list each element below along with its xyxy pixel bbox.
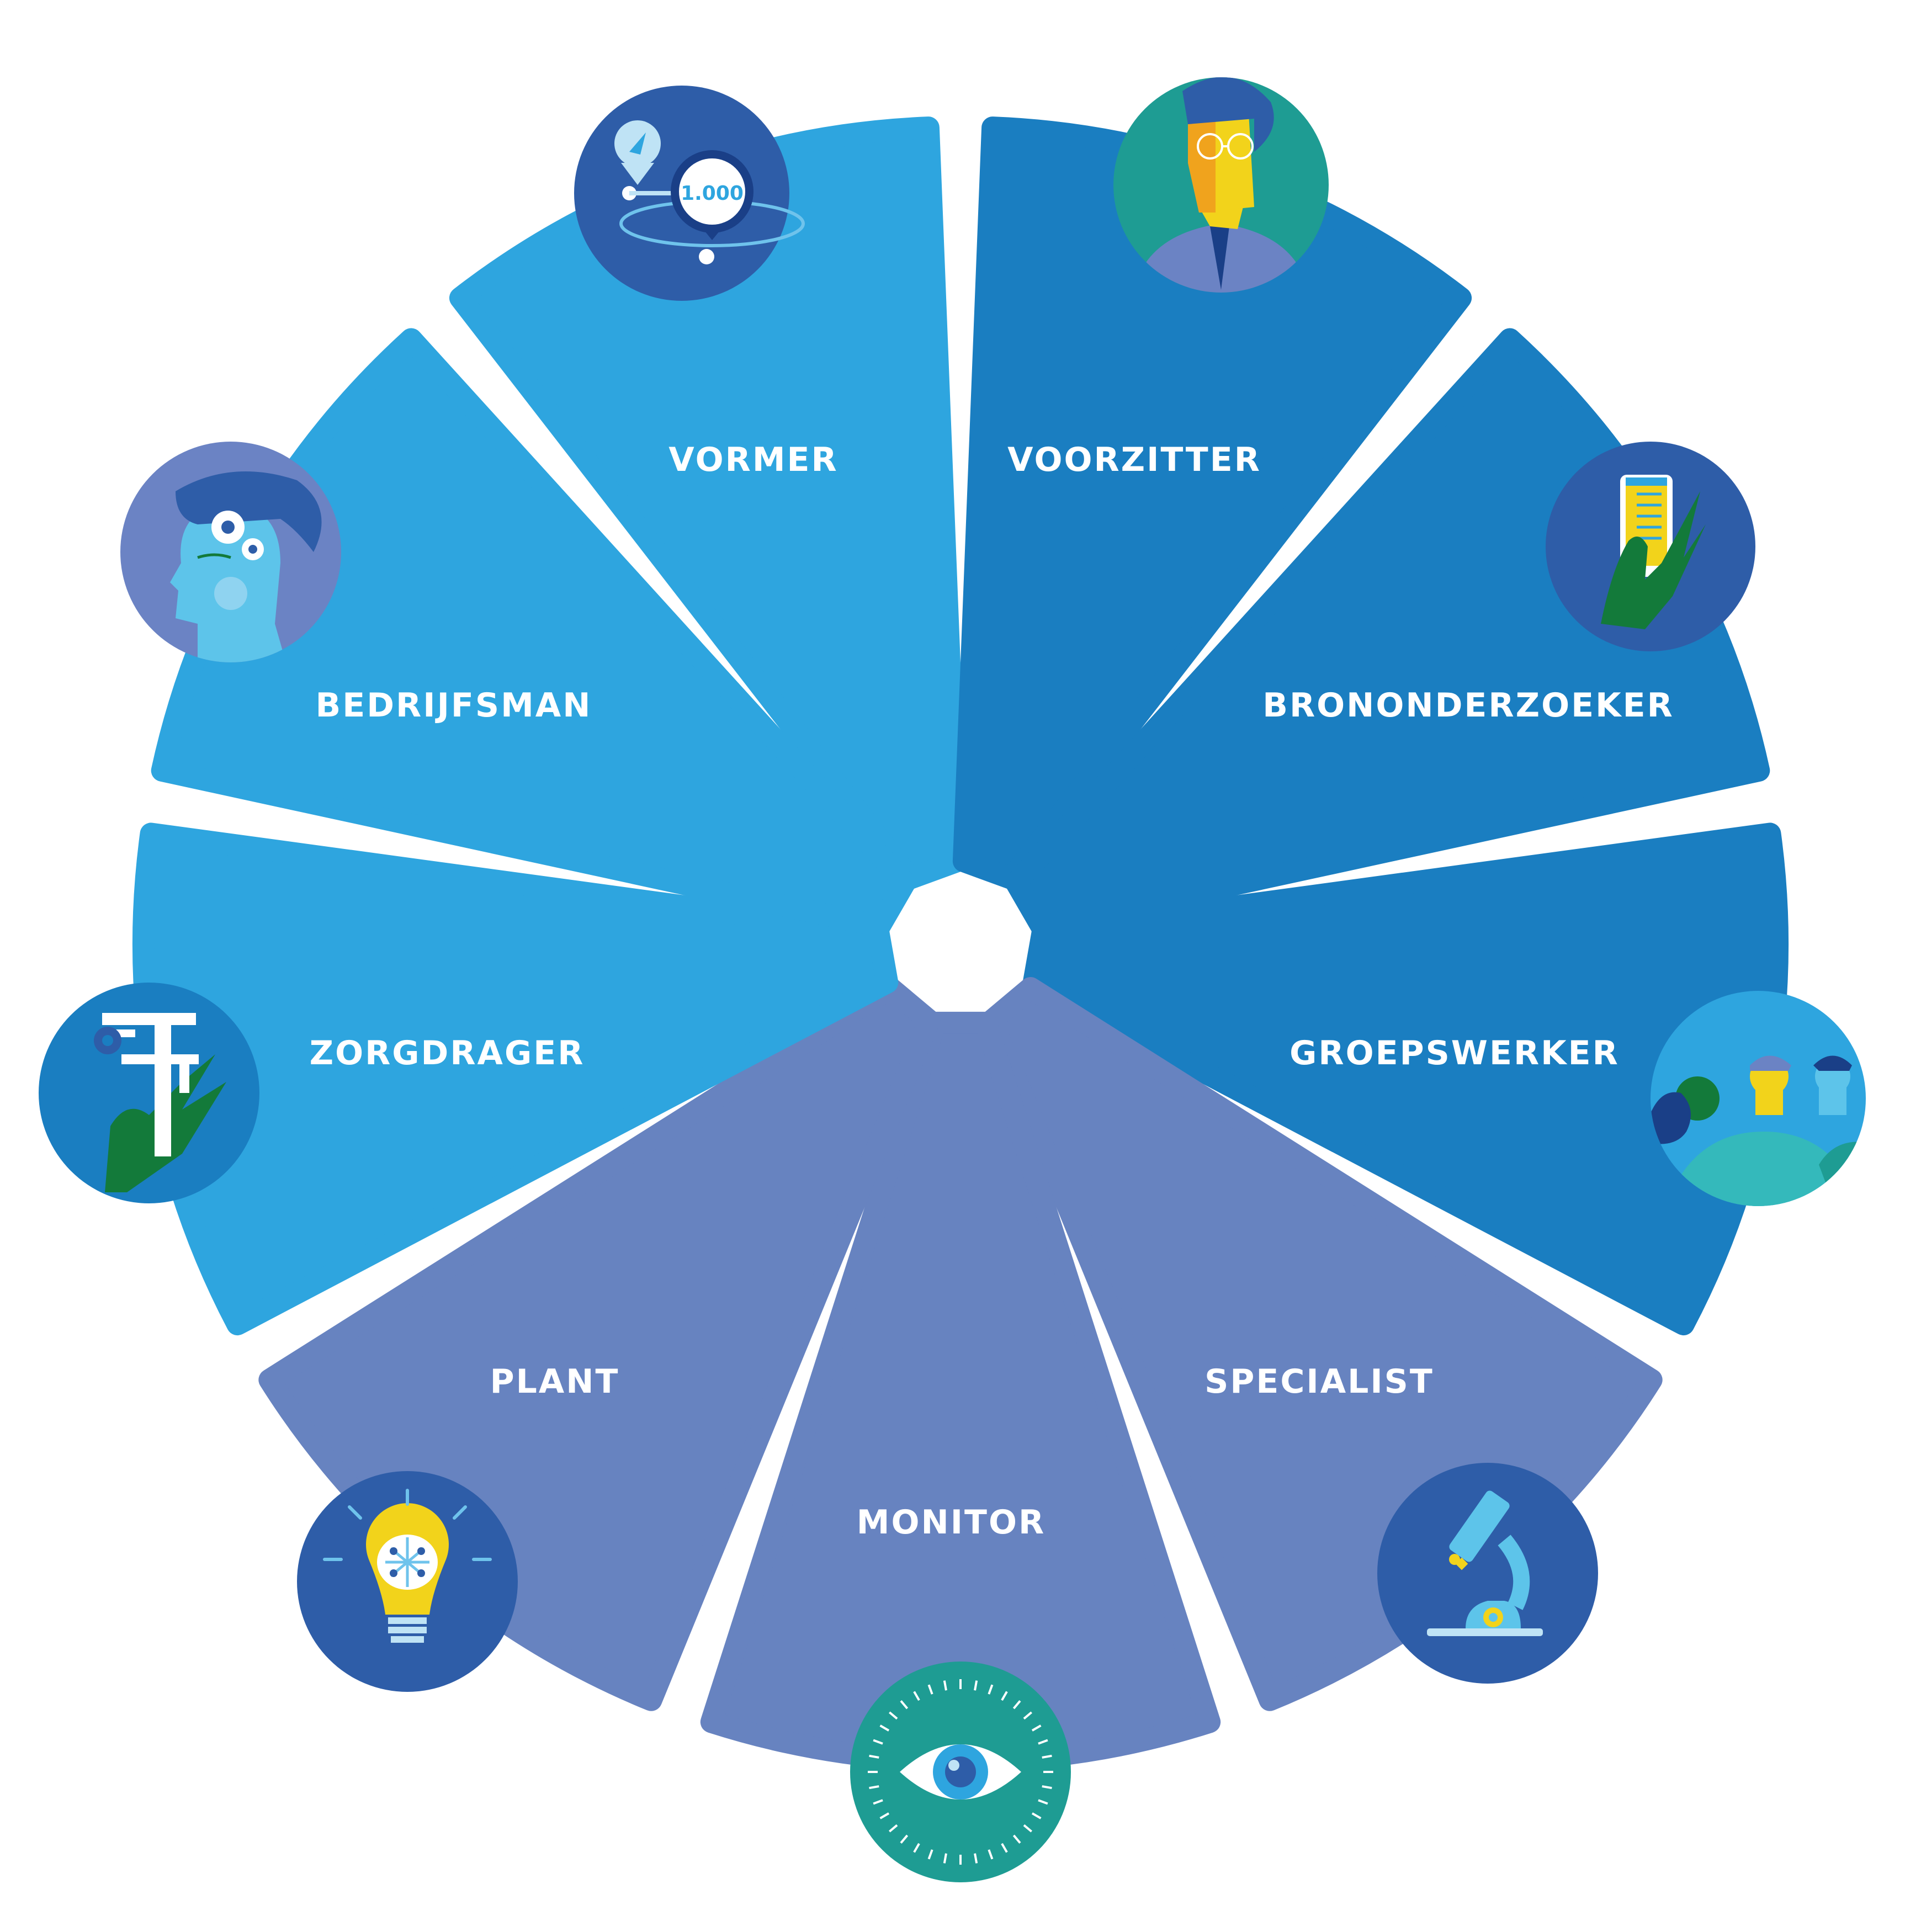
label-specialist: SPECIALIST <box>1204 1362 1434 1401</box>
eye-tick <box>1012 1834 1021 1844</box>
eye-tick <box>974 1680 978 1691</box>
chairman-portrait-icon <box>1113 77 1329 293</box>
eye-tick <box>869 1785 879 1790</box>
eye-tick <box>1042 1754 1052 1759</box>
eye-tick <box>1042 1785 1052 1790</box>
label-bedrijfsman: BEDRIJFSMAN <box>316 686 592 725</box>
eye-tick <box>1001 1691 1008 1701</box>
head-with-gears-icon <box>120 442 341 662</box>
label-vormer: VORMER <box>668 440 838 479</box>
label-voorzitter: VOORZITTER <box>1007 440 1261 479</box>
eye-tick <box>1023 1711 1032 1720</box>
label-monitor: MONITOR <box>857 1503 1046 1542</box>
microscope-icon <box>1377 1463 1598 1684</box>
labels-group: VORMER VOORZITTER BRONONDERZOEKER GROEPS… <box>310 440 1674 1542</box>
caliper-in-hand-icon <box>39 983 259 1203</box>
eye-tick <box>988 1849 994 1860</box>
eye-tick <box>869 1754 879 1759</box>
phone-in-hand-icon <box>1546 442 1755 651</box>
group-of-people-icon <box>1651 991 1866 1206</box>
eye-tick <box>900 1834 909 1844</box>
eye-tick <box>889 1711 898 1720</box>
eye-tick <box>974 1853 978 1864</box>
eye-tick <box>1038 1799 1048 1805</box>
eye-tick <box>1023 1824 1032 1833</box>
eye-tick <box>943 1853 947 1864</box>
eye-tick <box>873 1799 883 1805</box>
lightbulb-brain-icon <box>297 1471 518 1692</box>
route-distance-value: 1.000 <box>681 182 744 205</box>
eye-tick <box>1031 1724 1042 1732</box>
eye-tick <box>873 1739 883 1745</box>
eye-tick <box>913 1691 920 1701</box>
eye-tick <box>927 1684 933 1695</box>
eye-tick <box>1031 1812 1042 1819</box>
label-brononderzoeker: BRONONDERZOEKER <box>1262 686 1674 725</box>
eye-tick <box>879 1724 890 1732</box>
eye-icon <box>850 1662 1071 1882</box>
eye-tick <box>889 1824 898 1833</box>
eye-tick <box>900 1700 909 1710</box>
eye-tick <box>879 1812 890 1819</box>
label-zorgdrager: ZORGDRAGER <box>310 1034 585 1073</box>
eye-tick <box>1001 1843 1008 1853</box>
eye-tick <box>927 1849 933 1860</box>
eye-tick <box>1038 1739 1048 1745</box>
eye-tick <box>1012 1700 1021 1710</box>
eye-tick <box>913 1843 920 1853</box>
eye-tick <box>943 1680 947 1691</box>
map-route-icon: 1.000 <box>574 86 805 301</box>
label-groepswerker: GROEPSWERKER <box>1289 1034 1620 1073</box>
label-plant: PLANT <box>490 1362 620 1401</box>
eye-tick <box>988 1684 994 1695</box>
